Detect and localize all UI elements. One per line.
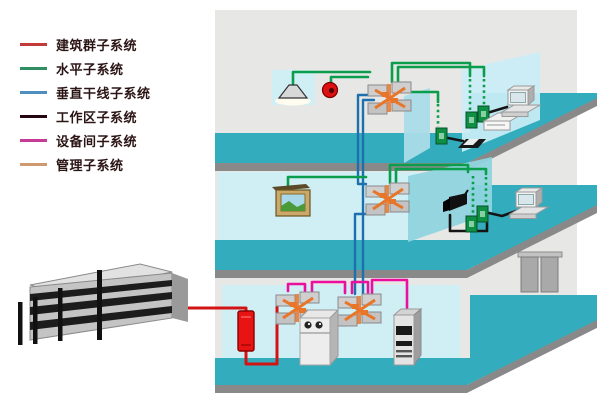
- horizontal-cable-tv: [286, 175, 368, 190]
- alarm-bell: [321, 81, 339, 99]
- equipment-jumper-1: [286, 282, 307, 293]
- wall-outlet-3f-b: [465, 111, 478, 129]
- legend-swatch-workarea: [20, 114, 47, 118]
- legend-label: 垂直干线子系统: [56, 85, 151, 101]
- tv-monitor: [272, 184, 311, 217]
- second-floor-edge: [215, 205, 597, 278]
- server-tower: [392, 307, 423, 367]
- legend-item-workarea: 工作区子系统: [20, 104, 151, 128]
- legend-item-backbone: 垂直干线子系统: [20, 80, 151, 104]
- legend-label: 管理子系统: [56, 157, 124, 173]
- legend-label: 工作区子系统: [56, 109, 138, 125]
- horizontal-cable-lamp: [291, 70, 372, 88]
- wall-outlet-3f-a: [435, 127, 448, 145]
- campus-cable-in: [164, 306, 248, 313]
- telephone: [458, 139, 486, 148]
- pbx-cabinet: [298, 308, 340, 367]
- equipment-jumper-3: [350, 280, 370, 295]
- legend-label: 水平子系统: [56, 61, 124, 77]
- equipment-jumper-server: [370, 278, 409, 315]
- legend-swatch-horizontal: [20, 66, 47, 70]
- legend-item-horizontal: 水平子系统: [20, 56, 151, 80]
- legend-item-admin: 管理子系统: [20, 152, 151, 176]
- security-camera: [443, 189, 469, 212]
- horizontal-cable-outlet3: [410, 90, 440, 104]
- legend: 建筑群子系统 水平子系统 垂直干线子系统 工作区子系统 设备间子系统 管理子系统: [20, 32, 151, 176]
- equipment-jumper-2: [310, 280, 347, 295]
- legend-swatch-equipment: [20, 138, 47, 142]
- elevator-doors: [517, 251, 563, 293]
- horizontal-cable-alarm: [329, 75, 370, 86]
- horizontal-cable-outlet2: [396, 65, 486, 84]
- first-floor-edge: [215, 320, 597, 393]
- third-floor-edge: [215, 98, 597, 171]
- legend-swatch-backbone: [20, 90, 47, 94]
- ceiling-lamp: [275, 84, 311, 106]
- legend-swatch-campus: [20, 42, 47, 46]
- legend-item-campus: 建筑群子系统: [20, 32, 151, 56]
- wall-outlet-2f-b: [465, 215, 478, 233]
- backbone-riser-2f-1f: [353, 212, 370, 296]
- distribution-box: [237, 310, 255, 352]
- legend-label: 建筑群子系统: [56, 37, 138, 53]
- legend-label: 设备间子系统: [56, 133, 138, 149]
- third-floor-partition: [462, 52, 540, 152]
- horizontal-cable-2f-2: [394, 167, 488, 185]
- campus-building: [18, 263, 188, 345]
- bottom-whitespace: [0, 393, 600, 400]
- wall-outlet-2f-a: [476, 205, 489, 223]
- legend-item-equipment: 设备间子系统: [20, 128, 151, 152]
- backbone-riser-3f-1f: [361, 98, 376, 298]
- legend-swatch-admin: [20, 162, 47, 166]
- horizontal-cable-outlet1: [390, 61, 472, 84]
- workarea-cable-phone: [446, 136, 465, 143]
- lower-right-whitespace: [467, 326, 600, 400]
- second-floor-slab: [215, 185, 597, 270]
